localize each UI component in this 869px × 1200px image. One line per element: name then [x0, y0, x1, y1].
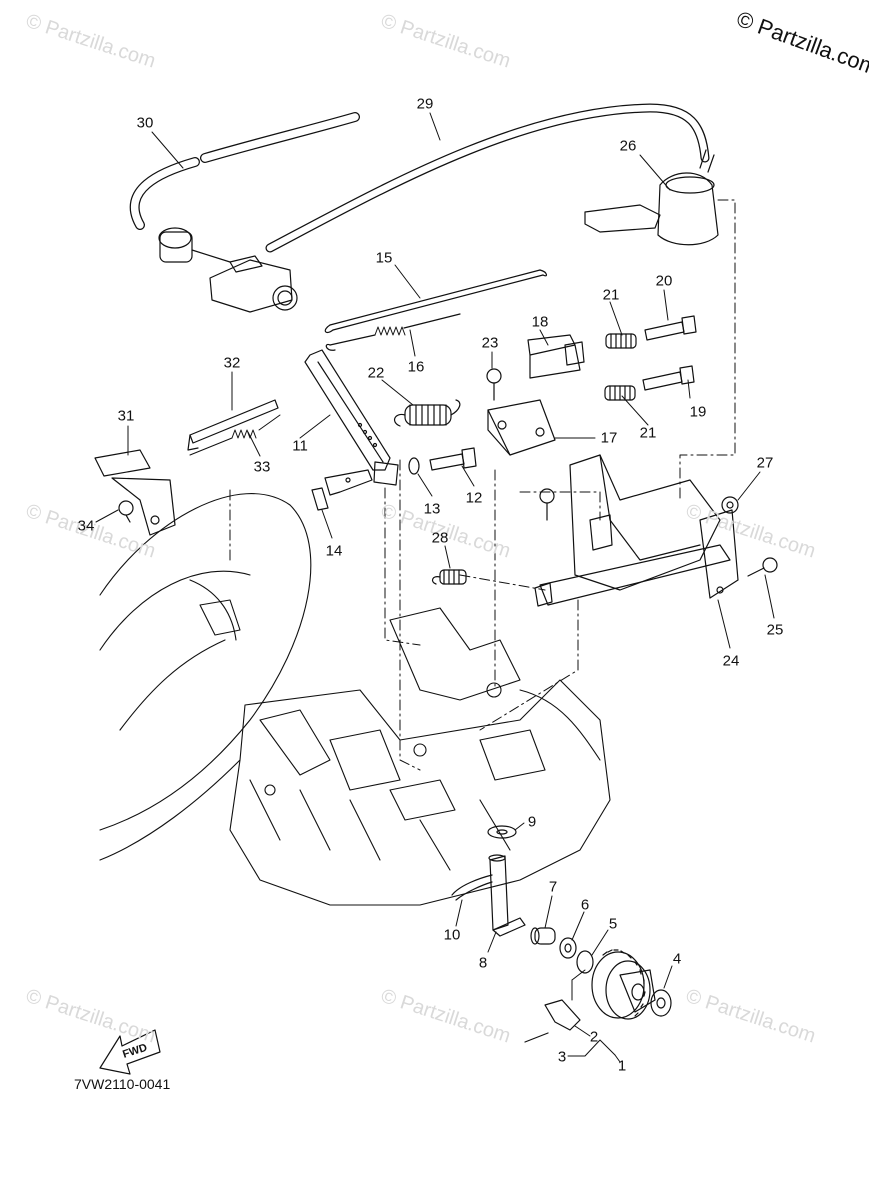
callout-20: 20	[655, 272, 673, 290]
spring-22	[393, 399, 461, 427]
callout-14: 14	[325, 542, 343, 560]
callout-29: 29	[416, 95, 434, 113]
screw-23	[486, 368, 502, 401]
callout-32: 32	[223, 354, 241, 372]
throttle-rod-15	[324, 269, 547, 334]
engine-block	[99, 493, 611, 906]
callout-7: 7	[548, 878, 558, 896]
callout-34: 34	[77, 517, 95, 535]
collar-7	[530, 927, 556, 945]
solenoid-valve	[158, 227, 298, 313]
bolt-19	[642, 365, 695, 391]
vacuum-actuator	[584, 149, 719, 246]
callout-19: 19	[689, 403, 707, 421]
spring-21-upper	[605, 333, 637, 349]
callout-15: 15	[375, 249, 393, 267]
callout-1: 1	[617, 1057, 627, 1075]
callout-21: 21	[639, 424, 657, 442]
callout-21: 21	[602, 286, 620, 304]
vacuum-hose-29	[265, 103, 710, 253]
spring-21-lower	[604, 385, 636, 401]
main-bracket-24	[534, 454, 739, 607]
bolt-12	[429, 447, 477, 471]
pin-10	[451, 874, 493, 901]
vacuum-hose-30	[129, 112, 360, 230]
callout-16: 16	[407, 358, 425, 376]
spring-28	[431, 569, 467, 585]
leader-lines	[95, 112, 775, 1063]
callout-3: 3	[557, 1048, 567, 1066]
drawing-code: 7VW2110-0041	[74, 1076, 171, 1092]
callout-8: 8	[478, 954, 488, 972]
governor-gear-1	[591, 949, 656, 1020]
washer-13	[408, 457, 420, 475]
callout-31: 31	[117, 407, 135, 425]
clip-2	[544, 999, 581, 1031]
spring-16	[374, 326, 406, 336]
pin-3	[524, 1032, 549, 1043]
callout-23: 23	[481, 334, 499, 352]
callout-6: 6	[580, 896, 590, 914]
bracket-32	[187, 399, 279, 451]
governor-shaft-8	[488, 854, 526, 937]
callout-10: 10	[443, 926, 461, 944]
bolt-27	[721, 496, 739, 514]
washer-9	[487, 825, 517, 839]
bracket-18	[527, 334, 585, 379]
callout-13: 13	[423, 500, 441, 518]
assembly-guide-lines	[229, 199, 736, 771]
callout-9: 9	[527, 813, 537, 831]
callout-4: 4	[672, 950, 682, 968]
washer-6	[559, 937, 577, 959]
bracket-17	[487, 399, 556, 456]
callout-33: 33	[253, 458, 271, 476]
callout-25: 25	[766, 621, 784, 639]
callout-30: 30	[136, 114, 154, 132]
clip-31	[94, 449, 176, 536]
bracket-14	[311, 469, 373, 511]
callout-12: 12	[465, 489, 483, 507]
callout-2: 2	[589, 1028, 599, 1046]
callout-27: 27	[756, 454, 774, 472]
callout-22: 22	[367, 364, 385, 382]
screw-34	[118, 500, 134, 523]
washer-5	[576, 950, 594, 974]
callout-24: 24	[722, 652, 740, 670]
bolt-20	[644, 315, 697, 341]
link-lever-11	[304, 349, 399, 486]
spring-33	[189, 414, 281, 456]
callout-28: 28	[431, 529, 449, 547]
callout-18: 18	[531, 313, 549, 331]
screw-bracket	[539, 488, 555, 521]
callout-11: 11	[292, 437, 308, 455]
bolt-25	[747, 557, 778, 577]
callout-17: 17	[600, 429, 618, 447]
throttle-rod-16	[325, 313, 461, 351]
callout-5: 5	[608, 915, 618, 933]
callout-26: 26	[619, 137, 637, 155]
